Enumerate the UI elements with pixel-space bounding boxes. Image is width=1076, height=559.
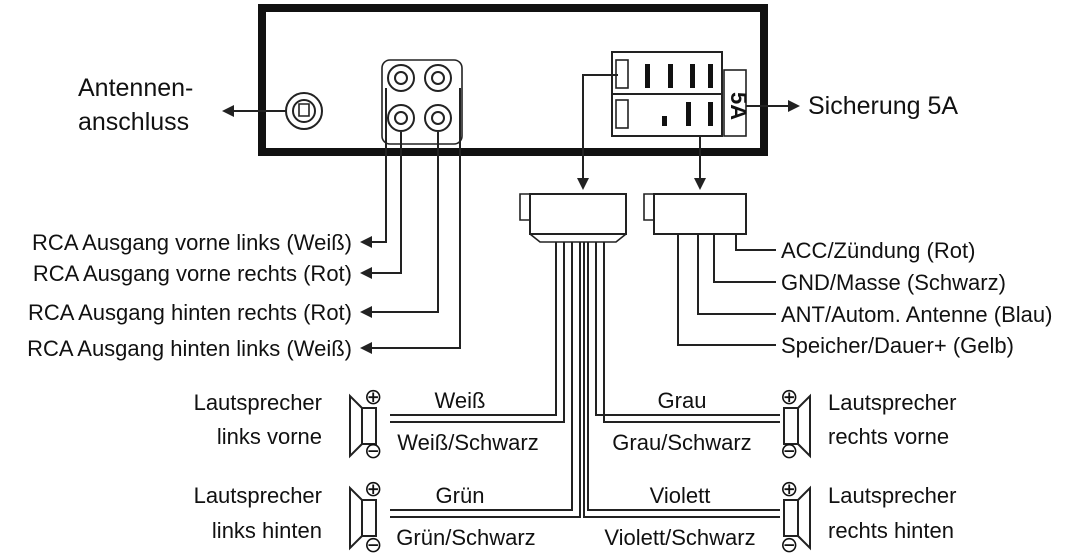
speaker-front-right bbox=[783, 393, 811, 459]
speaker-front-left bbox=[349, 393, 377, 459]
power-wire-label: ACC/Zündung (Rot) bbox=[781, 238, 975, 263]
wire-color-label: Grau bbox=[658, 388, 707, 413]
minus-symbol-rr: ⊖ bbox=[780, 532, 798, 557]
power-wire-label: Speicher/Dauer+ (Gelb) bbox=[781, 333, 1014, 358]
wire-color-label: Grün bbox=[436, 483, 485, 508]
power-plug bbox=[643, 193, 747, 235]
speaker-label: rechts hinten bbox=[828, 518, 954, 543]
fuse-label: Sicherung 5A bbox=[808, 92, 958, 120]
antenna-label-1: Antennen- bbox=[78, 74, 193, 102]
speaker-plug bbox=[519, 193, 627, 243]
wire-color-label: Grün/Schwarz bbox=[396, 525, 535, 550]
speaker-rear-left bbox=[349, 485, 377, 551]
speaker-label: rechts vorne bbox=[828, 424, 949, 449]
wire-color-label: Violett bbox=[650, 483, 711, 508]
minus-symbol-fl: ⊖ bbox=[364, 438, 382, 463]
rca-output-label: RCA Ausgang vorne rechts (Rot) bbox=[33, 261, 352, 286]
speaker-label: links hinten bbox=[212, 518, 322, 543]
head-unit-box bbox=[258, 4, 768, 156]
speaker-label: Lautsprecher bbox=[828, 483, 956, 508]
plus-symbol-rr: ⊕ bbox=[780, 476, 798, 501]
iso-socket bbox=[611, 51, 747, 137]
antenna-connector bbox=[222, 92, 323, 130]
rca-output-label: RCA Ausgang hinten rechts (Rot) bbox=[28, 300, 352, 325]
speaker-rear-right bbox=[783, 485, 811, 551]
wire-color-label: Weiß/Schwarz bbox=[397, 430, 538, 455]
wire-color-label: Grau/Schwarz bbox=[612, 430, 751, 455]
rca-output-label: RCA Ausgang hinten links (Weiß) bbox=[27, 336, 352, 361]
minus-symbol-fr: ⊖ bbox=[780, 438, 798, 463]
rca-output-label: RCA Ausgang vorne links (Weiß) bbox=[32, 230, 352, 255]
power-wire-label: GND/Masse (Schwarz) bbox=[781, 270, 1006, 295]
speaker-label: Lautsprecher bbox=[194, 390, 322, 415]
wire-color-label: Weiß bbox=[435, 388, 486, 413]
wire-color-label: Violett/Schwarz bbox=[604, 525, 755, 550]
rca-jacks bbox=[381, 59, 463, 145]
antenna-label-2: anschluss bbox=[78, 108, 189, 136]
plus-symbol-rl: ⊕ bbox=[364, 476, 382, 501]
speaker-label: Lautsprecher bbox=[828, 390, 956, 415]
speaker-label: links vorne bbox=[217, 424, 322, 449]
speaker-wire-bundle bbox=[390, 242, 780, 518]
minus-symbol-rl: ⊖ bbox=[364, 532, 382, 557]
power-wire-lines bbox=[677, 234, 776, 346]
plus-symbol-fr: ⊕ bbox=[780, 384, 798, 409]
plus-symbol-fl: ⊕ bbox=[364, 384, 382, 409]
power-wire-label: ANT/Autom. Antenne (Blau) bbox=[781, 302, 1052, 327]
speaker-label: Lautsprecher bbox=[194, 483, 322, 508]
rca-leader-lines bbox=[360, 88, 461, 354]
